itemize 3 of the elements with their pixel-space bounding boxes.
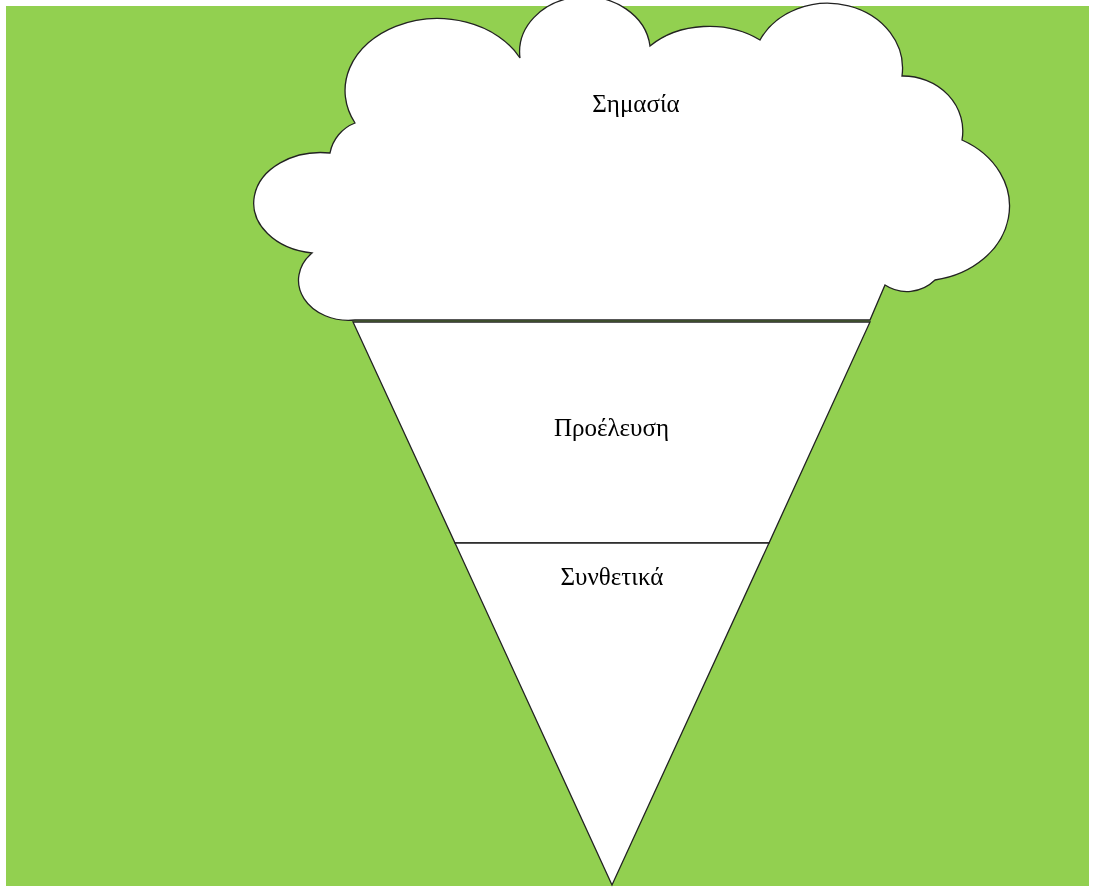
section-label: Σημασία <box>592 90 680 118</box>
section-label: Προέλευση <box>553 414 670 442</box>
section-label: Συνθετικά <box>560 563 664 591</box>
